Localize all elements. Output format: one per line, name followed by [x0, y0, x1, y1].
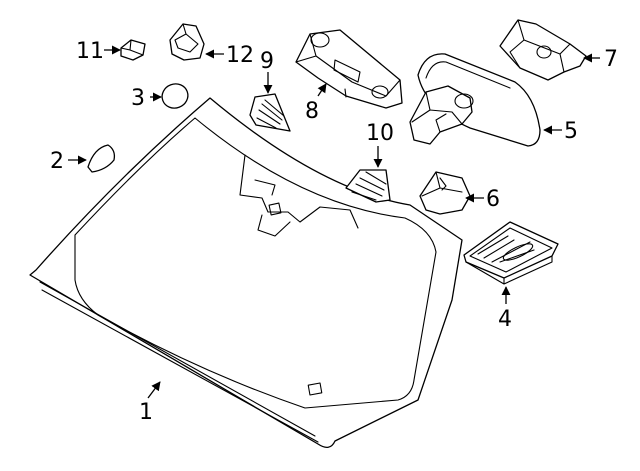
callout-6: 6 — [486, 187, 500, 212]
callout-2: 2 — [50, 149, 64, 174]
callout-1: 1 — [139, 400, 153, 425]
callout-3: 3 — [131, 86, 145, 111]
part-10-bracket-cover — [345, 169, 391, 203]
leader-1 — [147, 381, 161, 399]
part-6-bracket — [419, 171, 471, 215]
callout-11: 11 — [76, 39, 104, 64]
part-3-round-pad — [161, 83, 189, 109]
part-4-adhesive-kit — [463, 221, 559, 285]
callout-4: 4 — [498, 307, 512, 332]
part-11-clip — [120, 39, 146, 61]
part-9-bracket-cover — [249, 93, 291, 132]
callout-10: 10 — [366, 121, 394, 146]
part-8-camera-module — [295, 29, 403, 109]
leader-8 — [317, 83, 327, 97]
part-5-rearview-mirror — [409, 53, 541, 147]
windshield-glass — [29, 97, 463, 448]
callout-labels: 1 2 3 4 5 6 7 8 9 10 11 12 — [50, 39, 618, 425]
part-2-pad — [87, 144, 116, 173]
part-12-sensor — [169, 23, 205, 61]
callout-5: 5 — [564, 119, 578, 144]
callout-7: 7 — [604, 47, 618, 72]
leader-lines — [68, 45, 600, 399]
callout-12: 12 — [226, 43, 254, 68]
callout-8: 8 — [305, 99, 319, 124]
part-7-mounting-bracket — [499, 19, 587, 81]
callout-9: 9 — [260, 49, 274, 74]
